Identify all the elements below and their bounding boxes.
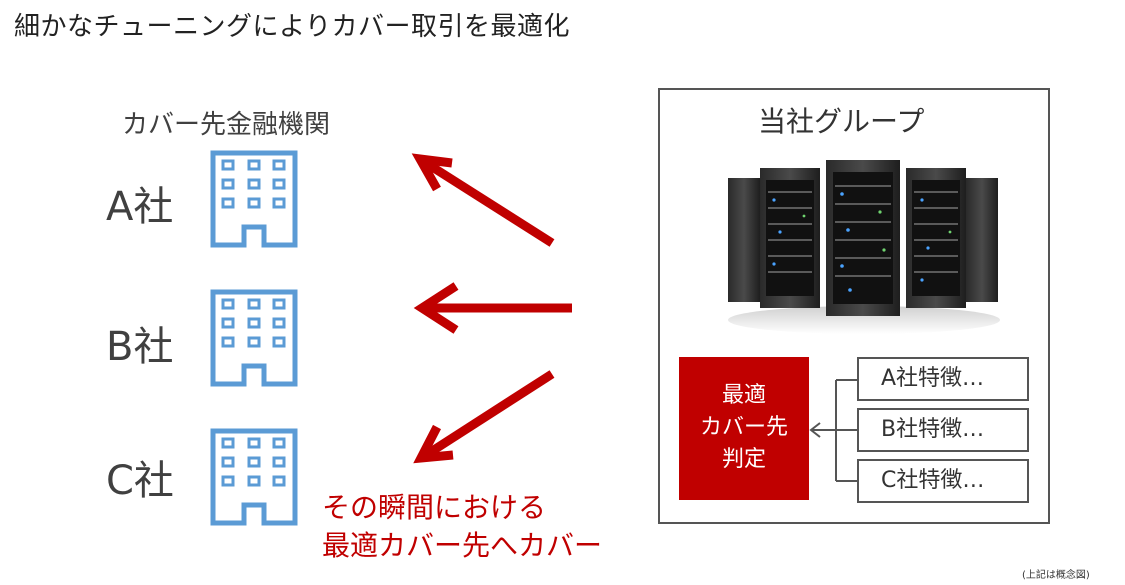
footnote: (上記は概念図) bbox=[1022, 570, 1090, 581]
building-icon bbox=[210, 428, 298, 526]
server-rack-icon bbox=[728, 160, 1000, 334]
group-panel bbox=[658, 88, 1050, 524]
feature-box-c: C社特徴… bbox=[857, 459, 1029, 503]
building-icon bbox=[210, 289, 298, 387]
page-title: 細かなチューニングによりカバー取引を最適化 bbox=[14, 12, 570, 42]
company-label-c: C社 bbox=[106, 458, 174, 504]
feature-box-b: B社特徴… bbox=[857, 408, 1029, 452]
message-line-1: その瞬間における bbox=[322, 491, 547, 524]
connector-bracket bbox=[809, 379, 857, 482]
feature-box-a: A社特徴… bbox=[857, 357, 1029, 401]
arrow-icon bbox=[411, 153, 555, 247]
company-label-a: A社 bbox=[106, 184, 174, 230]
optimal-cover-decision-box: 最適 カバー先 判定 bbox=[679, 357, 809, 500]
arrow-icon bbox=[413, 282, 572, 334]
cover-institutions-heading: カバー先金融機関 bbox=[122, 110, 331, 140]
decision-line-3: 判定 bbox=[721, 447, 766, 472]
company-label-b: B社 bbox=[106, 324, 174, 370]
decision-line-1: 最適 bbox=[721, 383, 766, 408]
decision-line-2: カバー先 bbox=[699, 415, 788, 440]
building-icon bbox=[210, 150, 298, 248]
message-line-2: 最適カバー先へカバー bbox=[322, 529, 603, 562]
group-heading: 当社グループ bbox=[758, 105, 925, 138]
arrow-icon bbox=[413, 370, 555, 464]
